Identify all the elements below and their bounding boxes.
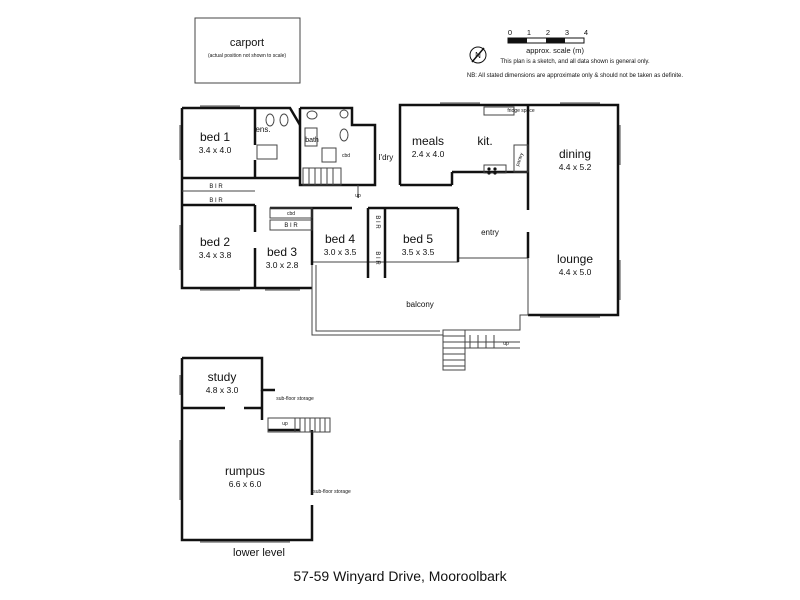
room-dims-lounge: 4.4 x 5.0 bbox=[559, 267, 592, 277]
room-name-lounge: lounge bbox=[557, 252, 593, 266]
room-dims-bed4: 3.0 x 3.5 bbox=[324, 247, 357, 257]
up-label-main: up bbox=[355, 193, 361, 199]
bath-label: bath bbox=[305, 137, 319, 144]
room-dims-meals: 2.4 x 4.0 bbox=[412, 149, 445, 159]
room-dims-bed3: 3.0 x 2.8 bbox=[266, 260, 299, 270]
room-dims-study: 4.8 x 3.0 bbox=[206, 385, 239, 395]
scale-tick: 2 bbox=[546, 28, 550, 37]
carport-label: carport bbox=[230, 37, 264, 49]
bir-label-3: B I R bbox=[284, 223, 298, 229]
subfloor-storage-label-2: sub-floor storage bbox=[313, 489, 351, 495]
internal-stairs bbox=[302, 167, 359, 198]
plan-note-2: NB: All stated dimensions are approximat… bbox=[467, 73, 683, 79]
lower-level-label: lower level bbox=[233, 547, 285, 559]
scale-bar: 0 1 2 3 4 approx. scale (m) bbox=[507, 28, 588, 55]
address-title: 57-59 Winyard Drive, Mooroolbark bbox=[293, 568, 507, 584]
up-label-lower: up bbox=[282, 421, 288, 427]
room-name-bed4: bed 4 bbox=[325, 232, 355, 246]
room-name-study: study bbox=[208, 370, 237, 384]
room-name-meals: meals bbox=[412, 134, 444, 148]
external-stairs bbox=[442, 329, 520, 371]
carport-note: (actual position not shown to scale) bbox=[208, 53, 286, 59]
main-level: B I R B I R cbd B I R B I R B I R bbox=[179, 102, 621, 371]
room-dims-bed5: 3.5 x 3.5 bbox=[402, 247, 435, 257]
scale-tick: 0 bbox=[508, 28, 512, 37]
fridge-space-label: fridge space bbox=[507, 108, 534, 114]
north-label: N bbox=[475, 51, 481, 60]
up-label-balcony: up bbox=[503, 341, 509, 347]
room-dims-rumpus: 6.6 x 6.0 bbox=[229, 479, 262, 489]
room-dims-bed1: 3.4 x 4.0 bbox=[199, 145, 232, 155]
pantry-label: pantry bbox=[515, 152, 526, 168]
balcony-label: balcony bbox=[406, 300, 434, 309]
carport-outline bbox=[194, 17, 301, 84]
kitchen-label: kit. bbox=[477, 134, 492, 148]
plan-note-1: This plan is a sketch, and all data show… bbox=[500, 59, 650, 65]
north-arrow-icon: N bbox=[469, 46, 487, 64]
windows bbox=[179, 102, 621, 318]
room-name-bed2: bed 2 bbox=[200, 235, 230, 249]
ensuite-label: ens. bbox=[255, 125, 270, 134]
lower-stairs bbox=[267, 417, 331, 433]
cbd-label-bed3: cbd bbox=[287, 211, 295, 217]
room-name-bed1: bed 1 bbox=[200, 130, 230, 144]
room-name-dining: dining bbox=[559, 147, 591, 161]
room-dims-dining: 4.4 x 5.2 bbox=[559, 162, 592, 172]
bir-label-4: B I R bbox=[374, 215, 380, 229]
room-name-bed3: bed 3 bbox=[267, 245, 297, 259]
lower-level bbox=[179, 356, 331, 543]
bir-label-1: B I R bbox=[209, 184, 223, 190]
laundry-label: l'dry bbox=[379, 153, 393, 162]
bir-label-2: B I R bbox=[209, 198, 223, 204]
entry-label: entry bbox=[481, 228, 499, 237]
scale-label: approx. scale (m) bbox=[526, 46, 584, 55]
scale-tick: 4 bbox=[584, 28, 588, 37]
room-name-rumpus: rumpus bbox=[225, 464, 265, 478]
room-dims-bed2: 3.4 x 3.8 bbox=[199, 250, 232, 260]
room-name-bed5: bed 5 bbox=[403, 232, 433, 246]
subfloor-storage-label-1: sub-floor storage bbox=[276, 396, 314, 402]
scale-tick: 1 bbox=[527, 28, 531, 37]
cbd-label-bath: cbd bbox=[342, 153, 350, 159]
bir-label-5: B I R bbox=[374, 251, 380, 265]
scale-tick: 3 bbox=[565, 28, 569, 37]
